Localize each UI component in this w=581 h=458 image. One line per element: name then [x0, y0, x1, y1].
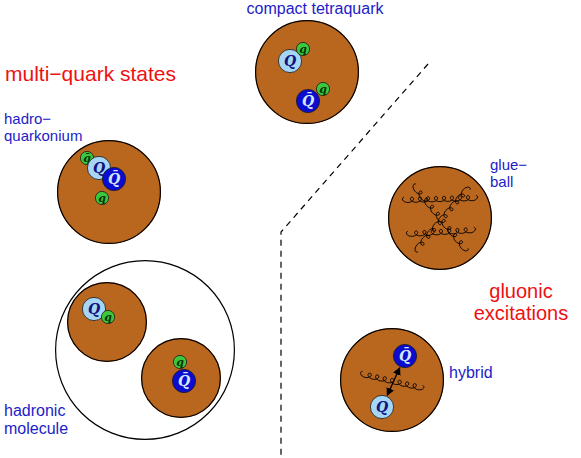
particle-circle: compact tetraquarkQqQ̄q	[255, 20, 359, 124]
circle-shape	[389, 167, 492, 270]
category-label: gluonic excitations	[466, 280, 576, 324]
particle-circle: hybridQ̄Q	[340, 328, 444, 432]
circle-shape	[393, 344, 416, 367]
category-label: multi−quark states	[5, 62, 205, 85]
circle-shape	[256, 21, 359, 124]
quark-text-box: Q	[370, 395, 394, 419]
quark-ball: q	[296, 42, 310, 56]
circle-shape	[296, 42, 309, 55]
circle-fill	[388, 166, 492, 270]
quark-text-box: q	[95, 191, 109, 205]
state-label: compact tetraquark	[235, 0, 395, 18]
arrow-connector	[387, 368, 399, 395]
quark-text-box: q	[173, 355, 187, 369]
circle-shape	[296, 89, 319, 112]
quark-letter: Q̄	[399, 349, 411, 363]
state-label: hybrid	[449, 364, 509, 382]
quark-letter: Q̄	[178, 374, 190, 388]
quark-letter: Q	[93, 161, 105, 175]
particle-circle: glue− ball	[388, 166, 492, 270]
state-label: glue− ball	[490, 156, 542, 191]
quark-text-box: Q̄	[102, 167, 126, 191]
quark-text-box: q	[101, 310, 115, 324]
quark-text-box: Q̄	[172, 369, 196, 393]
quark-letter: Q̄	[302, 94, 314, 108]
quark-letter: q	[98, 193, 106, 204]
quark-text-box: q	[316, 82, 330, 96]
quark-ball: Q	[370, 395, 394, 419]
circle-fill	[141, 338, 221, 418]
particle-circle: qQ̄	[141, 338, 221, 418]
state-label: hadronic molecule	[4, 402, 84, 439]
circle-outline	[388, 166, 492, 270]
quark-letter: Q̄	[108, 172, 120, 186]
circle-shape	[58, 141, 161, 244]
quark-text-box: q	[296, 42, 310, 56]
circle-shape	[341, 329, 444, 432]
quark-ball: q	[101, 310, 115, 324]
quark-ball: Q̄	[296, 89, 320, 113]
gluon-line	[361, 371, 424, 389]
circle-shape	[102, 167, 125, 190]
circle-fill	[340, 328, 444, 432]
quark-ball: Q̄	[172, 369, 196, 393]
particle-circle: hadronic moleculeQqqQ̄	[55, 260, 235, 440]
gluon-line	[406, 227, 475, 236]
quark-ball: Q̄	[102, 167, 126, 191]
circle-shape	[101, 310, 114, 323]
quark-letter: Q	[376, 400, 388, 414]
gluon-line	[415, 187, 470, 252]
quark-letter: q	[176, 357, 184, 368]
quark-letter: q	[104, 312, 112, 323]
circle-shape	[56, 261, 235, 440]
circle-shape	[173, 355, 186, 368]
particle-circle: Qq	[67, 282, 147, 362]
quark-ball: q	[316, 82, 330, 96]
circle-shape	[370, 395, 393, 418]
state-label: hadro− quarkonium	[4, 110, 96, 145]
circle-shape	[142, 339, 221, 418]
quark-letter: q	[299, 44, 307, 55]
circle-outline	[340, 328, 444, 432]
circle-fill	[57, 140, 161, 244]
circle-fill	[67, 282, 147, 362]
quark-ball: q	[173, 355, 187, 369]
circle-fill	[255, 20, 359, 124]
circle-shape	[68, 283, 147, 362]
circle-shape	[316, 82, 329, 95]
quark-letter: Q	[284, 54, 296, 68]
quark-text-box: Q̄	[393, 344, 417, 368]
quark-text-box: Q̄	[296, 89, 320, 113]
circle-outline	[57, 140, 161, 244]
quark-ball: Q̄	[393, 344, 417, 368]
quark-letter: q	[319, 84, 327, 95]
quark-ball: q	[95, 191, 109, 205]
circle-shape	[172, 369, 195, 392]
circle-shape	[95, 191, 108, 204]
particle-circle: hadro− quarkoniumq̄QQ̄q	[57, 140, 161, 244]
gluon-line	[402, 195, 477, 202]
quark-letter: Q	[88, 302, 100, 316]
